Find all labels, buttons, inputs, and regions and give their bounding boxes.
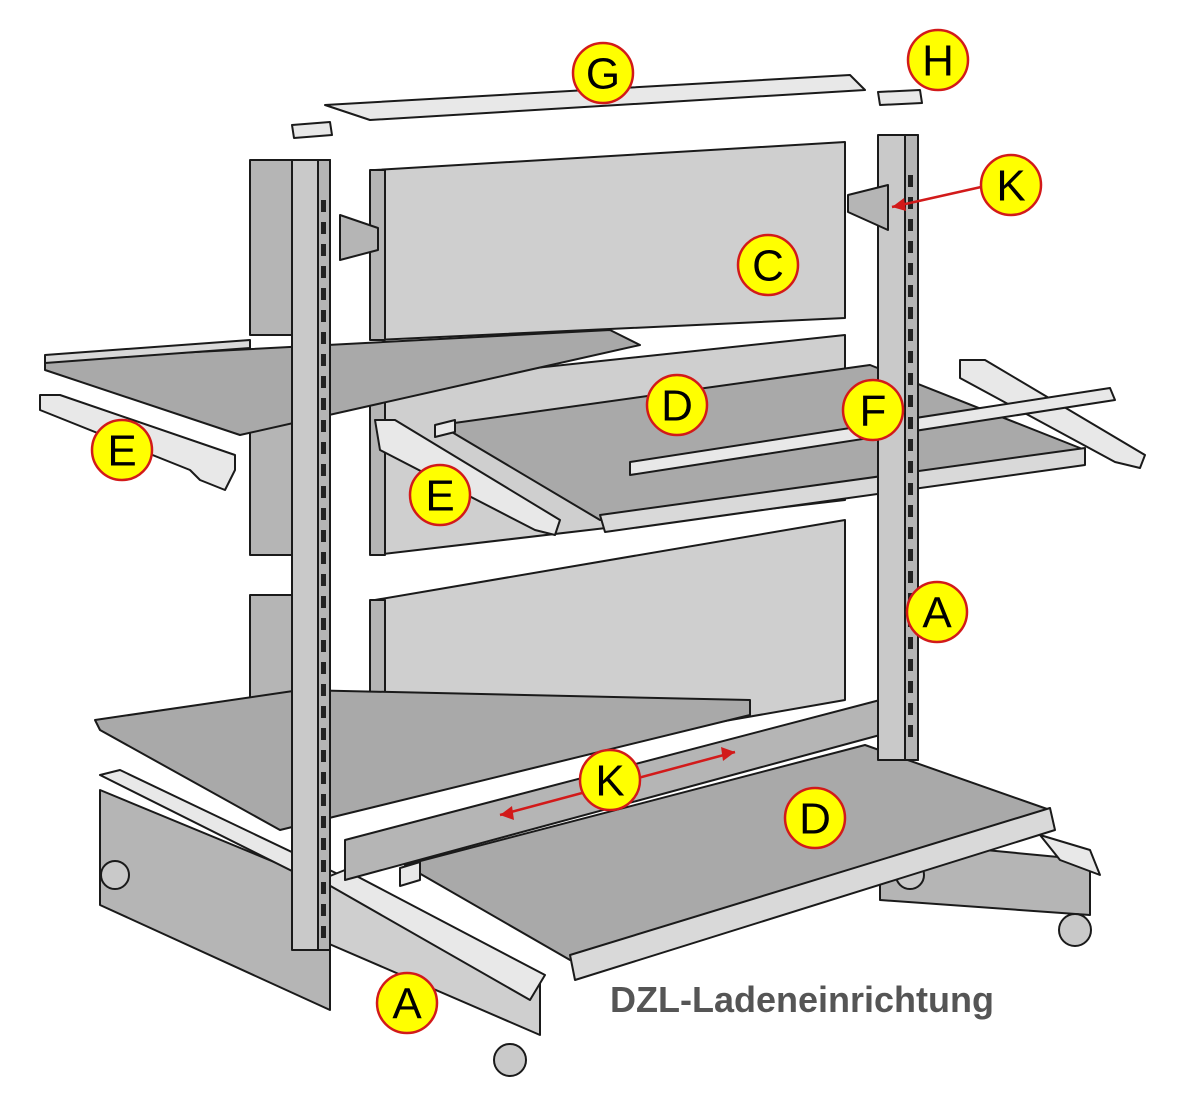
upright-slot: [908, 241, 913, 253]
label-h: H: [906, 28, 970, 92]
upright-slot: [321, 530, 326, 542]
upright-slot: [908, 703, 913, 715]
shelf-front-lower: [399, 744, 1056, 981]
upright-slot: [908, 483, 913, 495]
upright-slot: [908, 351, 913, 363]
upright-slot: [321, 266, 326, 278]
label-c-text: C: [752, 242, 784, 291]
label-k-top-text: K: [996, 162, 1025, 211]
upright-slot: [321, 420, 326, 432]
upright-slot: [908, 175, 913, 187]
shelf-left-upper: [44, 329, 641, 436]
label-f-text: F: [860, 387, 887, 436]
label-a-right-text: A: [922, 589, 952, 638]
label-d-upper-text: D: [661, 382, 693, 431]
upright-slot: [321, 838, 326, 850]
upright-slot: [321, 486, 326, 498]
upright-slot: [321, 332, 326, 344]
upright-slot: [908, 505, 913, 517]
label-d-lower: D: [783, 786, 847, 850]
upright-slot: [321, 882, 326, 894]
label-c: C: [736, 233, 800, 297]
upright-slot: [321, 926, 326, 938]
label-k-bottom: K: [578, 748, 642, 812]
label-e-left-text: E: [107, 427, 136, 476]
upright-slot: [908, 571, 913, 583]
label-a-bottom: A: [375, 971, 439, 1035]
arrow-k-top: [891, 183, 991, 211]
upright-slot: [321, 662, 326, 674]
upright-slot: [908, 659, 913, 671]
upright-slot: [908, 263, 913, 275]
label-g: G: [571, 41, 635, 105]
upright-slot: [908, 725, 913, 737]
connector-k-top: [339, 184, 889, 261]
label-d-upper: D: [645, 373, 709, 437]
upright-slot: [321, 442, 326, 454]
label-a-right: A: [905, 580, 969, 644]
upright-slot: [908, 417, 913, 429]
label-d-lower-text: D: [799, 795, 831, 844]
upright-slot: [321, 508, 326, 520]
label-k-bottom-text: K: [595, 757, 624, 806]
upright-slot: [321, 596, 326, 608]
upright-slot: [321, 244, 326, 256]
label-e-left: E: [90, 418, 154, 482]
upright-slot: [321, 354, 326, 366]
label-a-bottom-text: A: [392, 980, 422, 1029]
end-cap-right: [877, 89, 923, 106]
upright-slot: [908, 395, 913, 407]
upright-slot: [908, 637, 913, 649]
upright-slot: [908, 681, 913, 693]
upright-slot: [321, 376, 326, 388]
upright-slot: [908, 219, 913, 231]
upright-right-slots: [908, 175, 913, 737]
upright-slot: [321, 618, 326, 630]
upright-slot: [321, 684, 326, 696]
upright-slot: [908, 373, 913, 385]
label-e-center: E: [408, 463, 472, 527]
upright-slot: [321, 794, 326, 806]
label-f: F: [841, 378, 905, 442]
upright-slot: [908, 439, 913, 451]
upright-slot: [321, 464, 326, 476]
upright-slot: [321, 728, 326, 740]
upright-slot: [321, 574, 326, 586]
upright-slot: [321, 200, 326, 212]
bracket-right: [959, 359, 1146, 469]
upright-slot: [908, 285, 913, 297]
upright-slot: [908, 527, 913, 539]
upright-slot: [321, 288, 326, 300]
label-k-top: K: [979, 153, 1043, 217]
upright-slot: [321, 772, 326, 784]
back-panel-c: [369, 141, 846, 341]
bracket-center: [374, 419, 561, 536]
upright-slot: [321, 904, 326, 916]
upright-slot: [321, 222, 326, 234]
upright-slot: [321, 552, 326, 564]
upright-slot: [908, 329, 913, 341]
label-g-text: G: [586, 50, 620, 99]
upright-slot: [908, 307, 913, 319]
upright-slot: [908, 549, 913, 561]
upright-slot: [908, 461, 913, 473]
upright-slot: [321, 706, 326, 718]
upright-slot: [321, 816, 326, 828]
upright-slot: [321, 750, 326, 762]
upright-slot: [321, 640, 326, 652]
upright-slot: [321, 310, 326, 322]
label-e-center-text: E: [425, 472, 454, 521]
base-foot-left: [99, 769, 546, 1077]
upright-slot: [321, 860, 326, 872]
diagram-caption: DZL-Ladeneinrichtung: [610, 979, 994, 1020]
upright-slot: [321, 398, 326, 410]
upright-left-slots: [321, 200, 326, 938]
label-h-text: H: [922, 37, 954, 86]
end-cap-left: [291, 121, 333, 139]
